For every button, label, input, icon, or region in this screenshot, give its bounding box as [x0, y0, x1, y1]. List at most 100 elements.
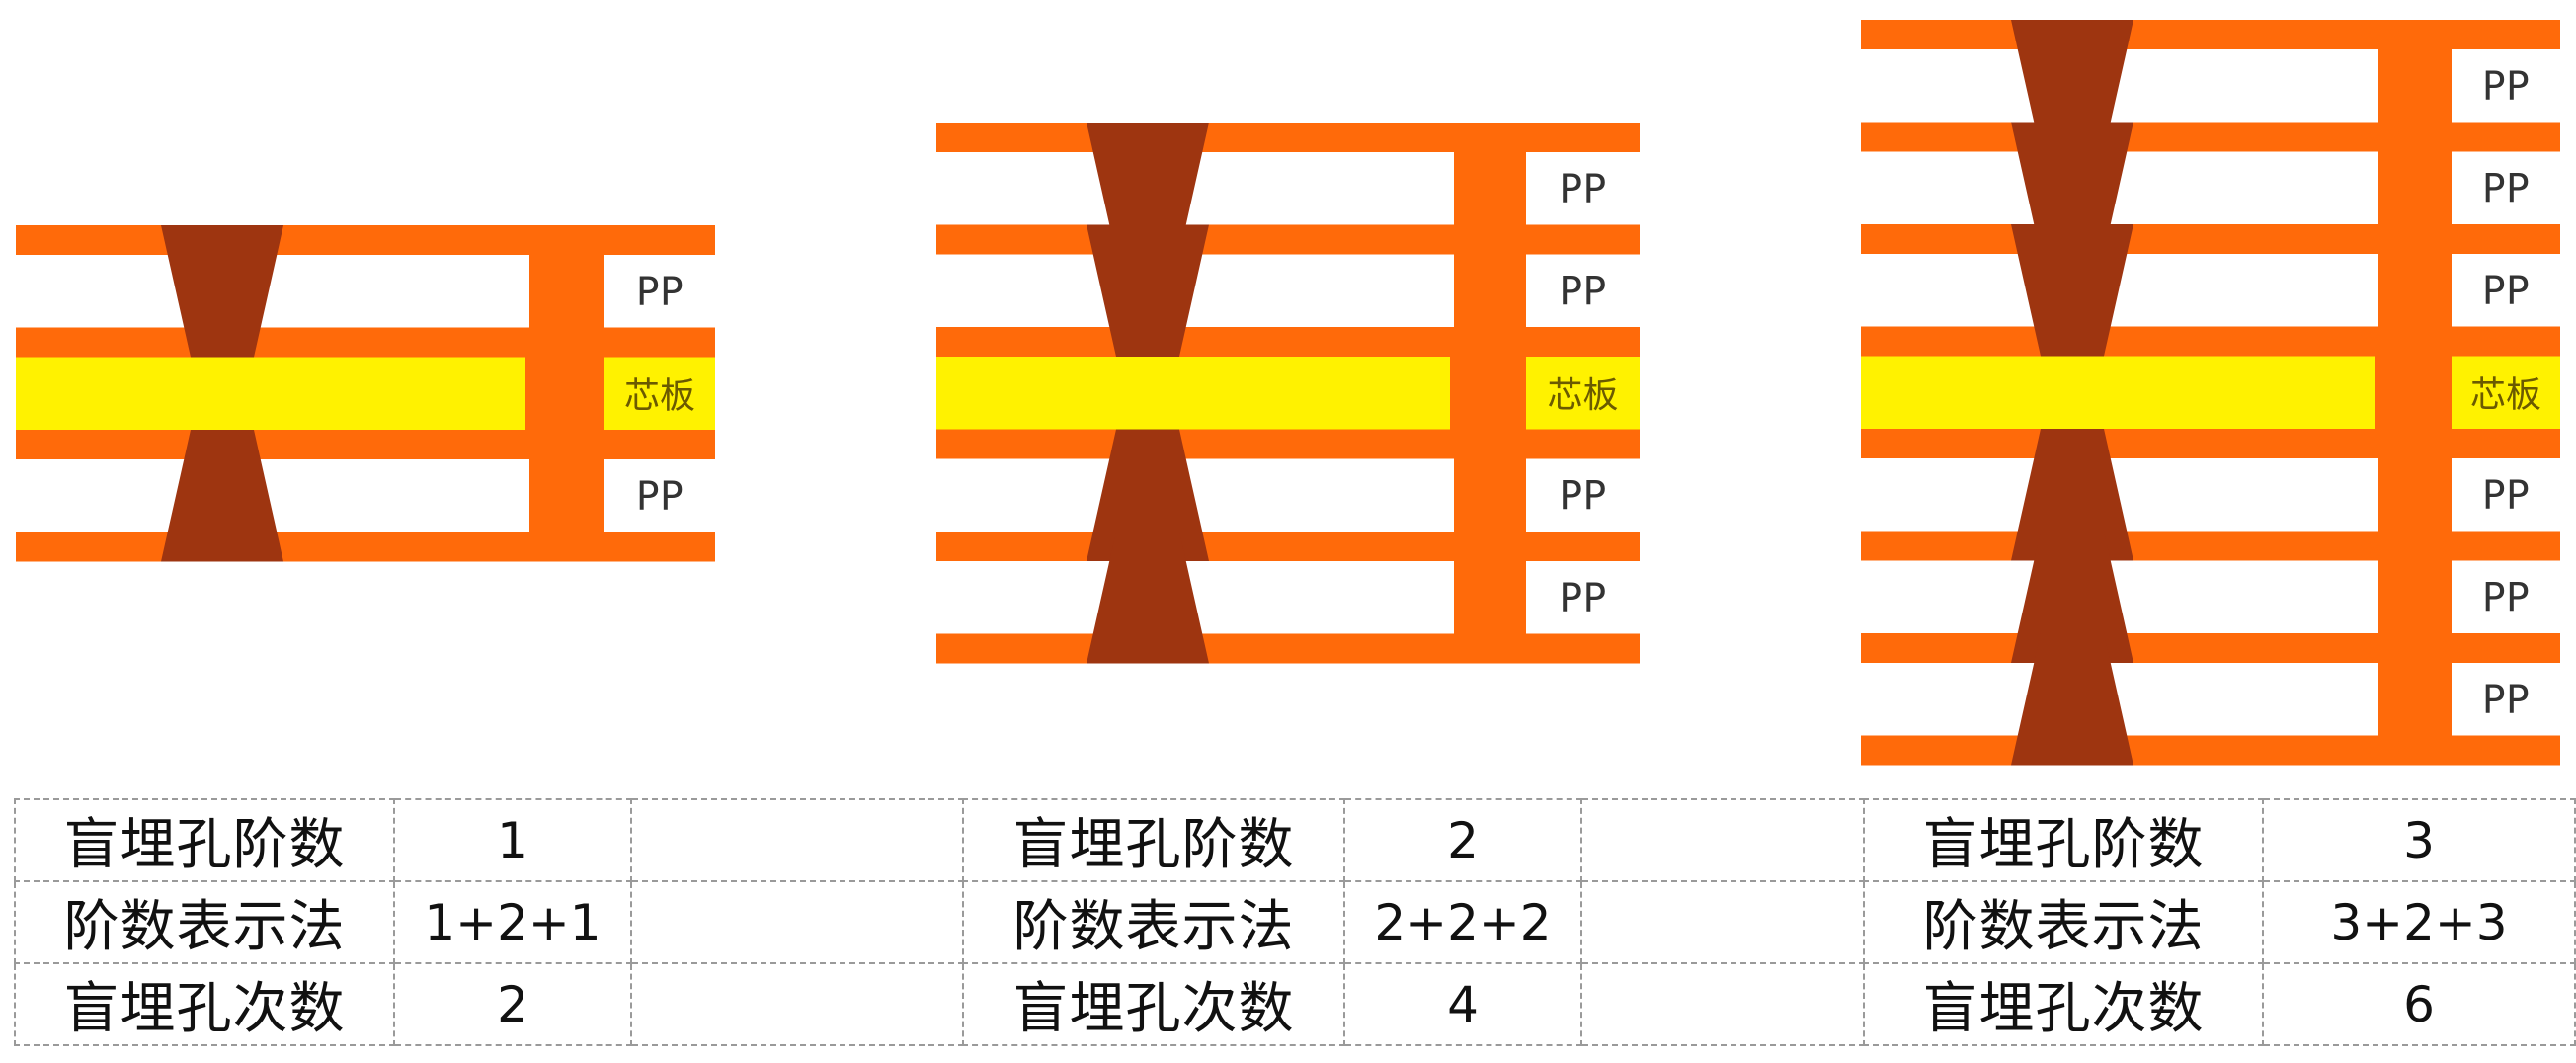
copper-layer	[16, 225, 715, 255]
count-label: 盲埋孔次数	[962, 962, 1345, 1046]
empty-cell	[630, 962, 964, 1046]
copper-column	[529, 225, 604, 562]
order-value: 2	[1343, 798, 1582, 882]
pp-label: PP	[2482, 269, 2530, 314]
order-label: 盲埋孔阶数	[14, 798, 395, 882]
copper-column	[2378, 20, 2452, 766]
count-label: 盲埋孔次数	[1863, 962, 2264, 1046]
notation-value: 2+2+2	[1343, 880, 1582, 964]
core-label: 芯板	[1547, 375, 1618, 416]
core-label: 芯板	[624, 375, 695, 416]
stackup-3: PP PP PP 芯板 PP PP PP	[1861, 20, 2560, 766]
copper-column	[1454, 123, 1526, 664]
copper-layer	[1861, 326, 2560, 357]
column-edge	[525, 327, 533, 459]
pp-label-box	[2452, 663, 2560, 736]
copper-layer	[16, 327, 715, 358]
table-row: 阶数表示法 1+2+1	[14, 880, 964, 964]
pp-label-box	[604, 459, 715, 532]
empty-cell	[630, 798, 964, 882]
blind-via	[2011, 429, 2133, 561]
order-value: 3	[2262, 798, 2576, 882]
stackup-2: PP PP 芯板 PP PP	[936, 123, 1640, 664]
pp-label: PP	[1559, 473, 1606, 519]
copper-layer	[936, 224, 1640, 255]
pp-label-box	[1526, 152, 1640, 225]
copper-layer	[1861, 122, 2560, 152]
table-row: 盲埋孔阶数 3	[1863, 798, 2576, 882]
notation-value: 3+2+3	[2262, 880, 2576, 964]
table-row: 盲埋孔次数 2	[14, 962, 964, 1046]
copper-layer	[1861, 429, 2560, 458]
notation-label: 阶数表示法	[962, 880, 1345, 964]
copper-layer	[936, 327, 1640, 357]
count-value: 2	[393, 962, 632, 1046]
copper-layer	[1861, 20, 2560, 49]
pp-label: PP	[2482, 678, 2530, 723]
blind-via	[1087, 532, 1209, 664]
core-label-box	[2452, 356, 2560, 429]
copper-layer	[936, 532, 1640, 561]
pp-label-box	[2452, 151, 2560, 224]
order-label: 盲埋孔阶数	[1863, 798, 2264, 882]
blind-via	[2011, 633, 2133, 766]
copper-layer	[936, 429, 1640, 459]
blind-via	[2011, 224, 2133, 357]
blind-via	[1087, 429, 1209, 561]
column-edge	[1450, 327, 1458, 459]
stackup-1: PP 芯板 PP	[16, 225, 715, 562]
blind-via	[2011, 20, 2133, 152]
blind-via	[161, 225, 283, 358]
table-row: 阶数表示法 3+2+3	[1863, 880, 2576, 964]
pp-label-box	[1526, 458, 1640, 532]
pp-label: PP	[1559, 269, 1606, 314]
pp-label: PP	[2482, 166, 2530, 211]
pp-label-box	[1526, 254, 1640, 327]
stack-table-1: 盲埋孔阶数 1 阶数表示法 1+2+1 盲埋孔次数 2	[14, 798, 964, 1046]
copper-layer	[936, 123, 1640, 152]
copper-layer	[16, 532, 715, 562]
pp-label-box	[1526, 561, 1640, 634]
pp-label: PP	[2482, 575, 2530, 620]
empty-cell	[1580, 962, 1865, 1046]
copper-layer	[1861, 224, 2560, 254]
copper-layer	[16, 430, 715, 459]
pp-label: PP	[636, 474, 684, 520]
stack-table-2: 盲埋孔阶数 2 阶数表示法 2+2+2 盲埋孔次数 4	[962, 798, 1865, 1046]
copper-layer	[1861, 531, 2560, 561]
blind-via	[161, 430, 283, 562]
count-label: 盲埋孔次数	[14, 962, 395, 1046]
table-row: 阶数表示法 2+2+2	[962, 880, 1865, 964]
order-label: 盲埋孔阶数	[962, 798, 1345, 882]
pp-label-box	[2452, 560, 2560, 633]
count-value: 6	[2262, 962, 2576, 1046]
table-row: 盲埋孔阶数 2	[962, 798, 1865, 882]
table-row: 盲埋孔次数 6	[1863, 962, 2576, 1046]
copper-layer	[936, 633, 1640, 664]
empty-cell	[1580, 880, 1865, 964]
core-label-box	[1526, 357, 1640, 430]
count-value: 4	[1343, 962, 1582, 1046]
core-label: 芯板	[2470, 374, 2541, 415]
pp-label: PP	[2482, 473, 2530, 519]
blind-via	[2011, 122, 2133, 254]
pp-label: PP	[636, 270, 684, 315]
pp-label-box	[2452, 49, 2560, 123]
copper-layer	[1861, 633, 2560, 663]
pp-label-box	[2452, 254, 2560, 327]
column-edge	[2375, 326, 2382, 458]
notation-label: 阶数表示法	[1863, 880, 2264, 964]
pp-label: PP	[1559, 576, 1606, 621]
table-row: 盲埋孔次数 4	[962, 962, 1865, 1046]
notation-value: 1+2+1	[393, 880, 632, 964]
stack-table-3: 盲埋孔阶数 3 阶数表示法 3+2+3 盲埋孔次数 6	[1863, 798, 2576, 1046]
blind-via	[1087, 123, 1209, 255]
blind-via	[2011, 531, 2133, 663]
pp-label: PP	[1559, 167, 1606, 212]
table-row: 盲埋孔阶数 1	[14, 798, 964, 882]
pp-label: PP	[2482, 64, 2530, 110]
core-label-box	[604, 357, 715, 430]
empty-cell	[630, 880, 964, 964]
notation-label: 阶数表示法	[14, 880, 395, 964]
